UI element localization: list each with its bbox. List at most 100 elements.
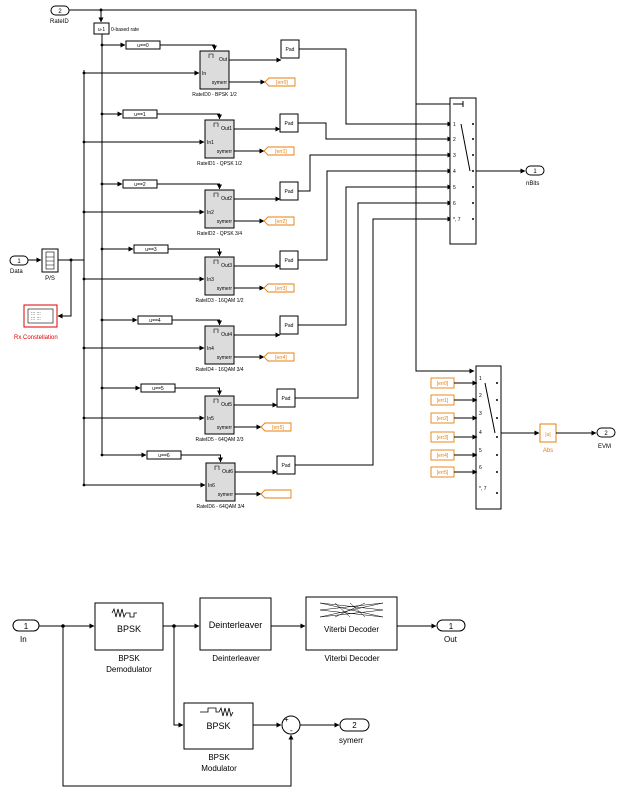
goto-tag-err-1[interactable]: [err1] (263, 146, 295, 156)
svg-text:In3: In3 (207, 277, 214, 283)
rateid-wire-to-switch2 (415, 115, 475, 374)
pad-block-3[interactable]: Pad (279, 250, 299, 270)
symerr-outport[interactable]: 2 (339, 718, 370, 732)
enable-port-icon (213, 328, 219, 333)
svg-text:2: 2 (58, 9, 62, 15)
ps-block[interactable] (41, 248, 59, 273)
svg-text:+: + (284, 715, 289, 724)
rx-constellation-scope[interactable]: ::: ::: ::: ::: (23, 304, 58, 328)
svg-text:symerr: symerr (218, 492, 234, 498)
compare-to-constant-4[interactable]: u==4 (137, 315, 173, 325)
nbits-label: nBits (526, 181, 539, 187)
bpsk-out-outport[interactable]: 1 (436, 619, 466, 632)
from-tag-err-4[interactable]: [err4] (430, 449, 455, 461)
pad-block-1[interactable]: Pad (279, 113, 299, 133)
switch1-port-label-0: 1 (453, 122, 456, 128)
evm-outport[interactable]: 2 (596, 427, 616, 438)
pad-block-2[interactable]: Pad (279, 181, 299, 201)
svg-text:u==3: u==3 (145, 247, 157, 253)
switch2-port-label-3: 4 (479, 430, 482, 436)
compare-to-constant-5[interactable]: u==5 (140, 383, 176, 393)
enable-port-icon (208, 53, 214, 58)
abs-block[interactable]: |u| (539, 423, 557, 443)
compare-to-constant-3[interactable]: u==3 (133, 244, 169, 254)
switch2-port-label-5: 6 (479, 465, 482, 471)
svg-text:[err2]: [err2] (437, 416, 449, 422)
bpsk-in-inport[interactable]: 1 (12, 619, 40, 632)
goto-tag-err-2[interactable]: [err2] (263, 216, 295, 226)
evm-label: EVM (598, 444, 611, 450)
switch1-port-label-1: 2 (453, 137, 456, 143)
svg-text:Pad: Pad (285, 323, 294, 329)
trellis-icon (319, 602, 384, 618)
pad-block-0[interactable]: Pad (280, 39, 300, 59)
compare-to-constant-0[interactable]: u==0 (125, 40, 161, 50)
nbits-outport[interactable]: 1 (525, 165, 545, 176)
svg-text:[err3]: [err3] (437, 435, 449, 441)
svg-text:symerr: symerr (217, 149, 233, 155)
from-tag-err-0[interactable]: [err0] (430, 377, 455, 389)
svg-text:[err0]: [err0] (276, 80, 288, 86)
svg-text:u==6: u==6 (158, 453, 170, 459)
mod-label-2: Modulator (201, 764, 237, 773)
from-tag-err-3[interactable]: [err3] (430, 431, 455, 443)
data-inport[interactable]: 1 (9, 255, 29, 266)
svg-text:u-1: u-1 (98, 27, 105, 33)
pad-block-4[interactable]: Pad (279, 315, 299, 335)
switch1-port-label-5: 6 (453, 201, 456, 207)
svg-text:Out1: Out1 (221, 126, 232, 132)
from-tag-err-1[interactable]: [err1] (430, 394, 455, 406)
from-tag-err-2[interactable]: [err2] (430, 412, 455, 424)
goto-tag-err-0[interactable]: [err0] (264, 77, 296, 87)
svg-text:Out4: Out4 (221, 332, 232, 338)
goto-tag-err-3[interactable]: [err3] (263, 283, 295, 293)
pad-block-5[interactable]: Pad (276, 388, 296, 408)
demod-label-1: BPSK (118, 654, 140, 663)
svg-text:[err4]: [err4] (275, 355, 287, 361)
from-tag-err-5[interactable]: [err5] (430, 466, 455, 478)
switch1-port-label-4: 5 (453, 185, 456, 191)
viterbi-decoder-block[interactable]: Viterbi Decoder (305, 596, 398, 651)
svg-text:[err5]: [err5] (437, 470, 449, 476)
svg-text:Pad: Pad (282, 463, 291, 469)
data-label: Data (10, 269, 23, 275)
svg-text:|u|: |u| (545, 432, 550, 438)
svg-text:u==0: u==0 (137, 43, 149, 49)
compare-to-constant-2[interactable]: u==2 (122, 179, 158, 189)
compare-to-constant-1[interactable]: u==1 (122, 109, 158, 119)
switch2-port-label-2: 3 (479, 411, 482, 417)
deinterleaver-block[interactable]: Deinterleaver (199, 597, 272, 651)
sum-block[interactable]: + - (281, 715, 301, 735)
svg-text:1: 1 (24, 622, 29, 631)
svg-text:[err0]: [err0] (437, 381, 449, 387)
bpsk-out-label: Out (444, 635, 458, 644)
svg-text:::: :::: ::: ::: (31, 316, 41, 322)
goto-tag-err-5[interactable]: [err5] (260, 422, 292, 432)
goto-tag-err-4[interactable]: [err4] (263, 352, 295, 362)
svg-text:Out3: Out3 (221, 263, 232, 269)
svg-text:[err5]: [err5] (272, 425, 284, 431)
minus-one-block[interactable]: u-1 (93, 22, 110, 35)
svg-text:u==4: u==4 (149, 318, 161, 324)
svg-text:[err2]: [err2] (275, 219, 287, 225)
bpsk-demodulator-block[interactable]: BPSK (94, 602, 164, 651)
bpsk-modulator-block[interactable]: BPSK (183, 702, 254, 750)
viterbi-label: Viterbi Decoder (325, 654, 380, 663)
svg-text:Deinterleaver: Deinterleaver (209, 620, 263, 630)
rateid-inport[interactable]: 2 (50, 5, 70, 16)
rx-constellation-label: Rx Constellation (14, 335, 58, 341)
nbits-multiport-switch[interactable] (449, 97, 477, 245)
compare-to-constant-6[interactable]: u==6 (146, 450, 182, 460)
goto-tag-err-6[interactable] (260, 489, 292, 499)
pad-block-6[interactable]: Pad (276, 455, 296, 475)
